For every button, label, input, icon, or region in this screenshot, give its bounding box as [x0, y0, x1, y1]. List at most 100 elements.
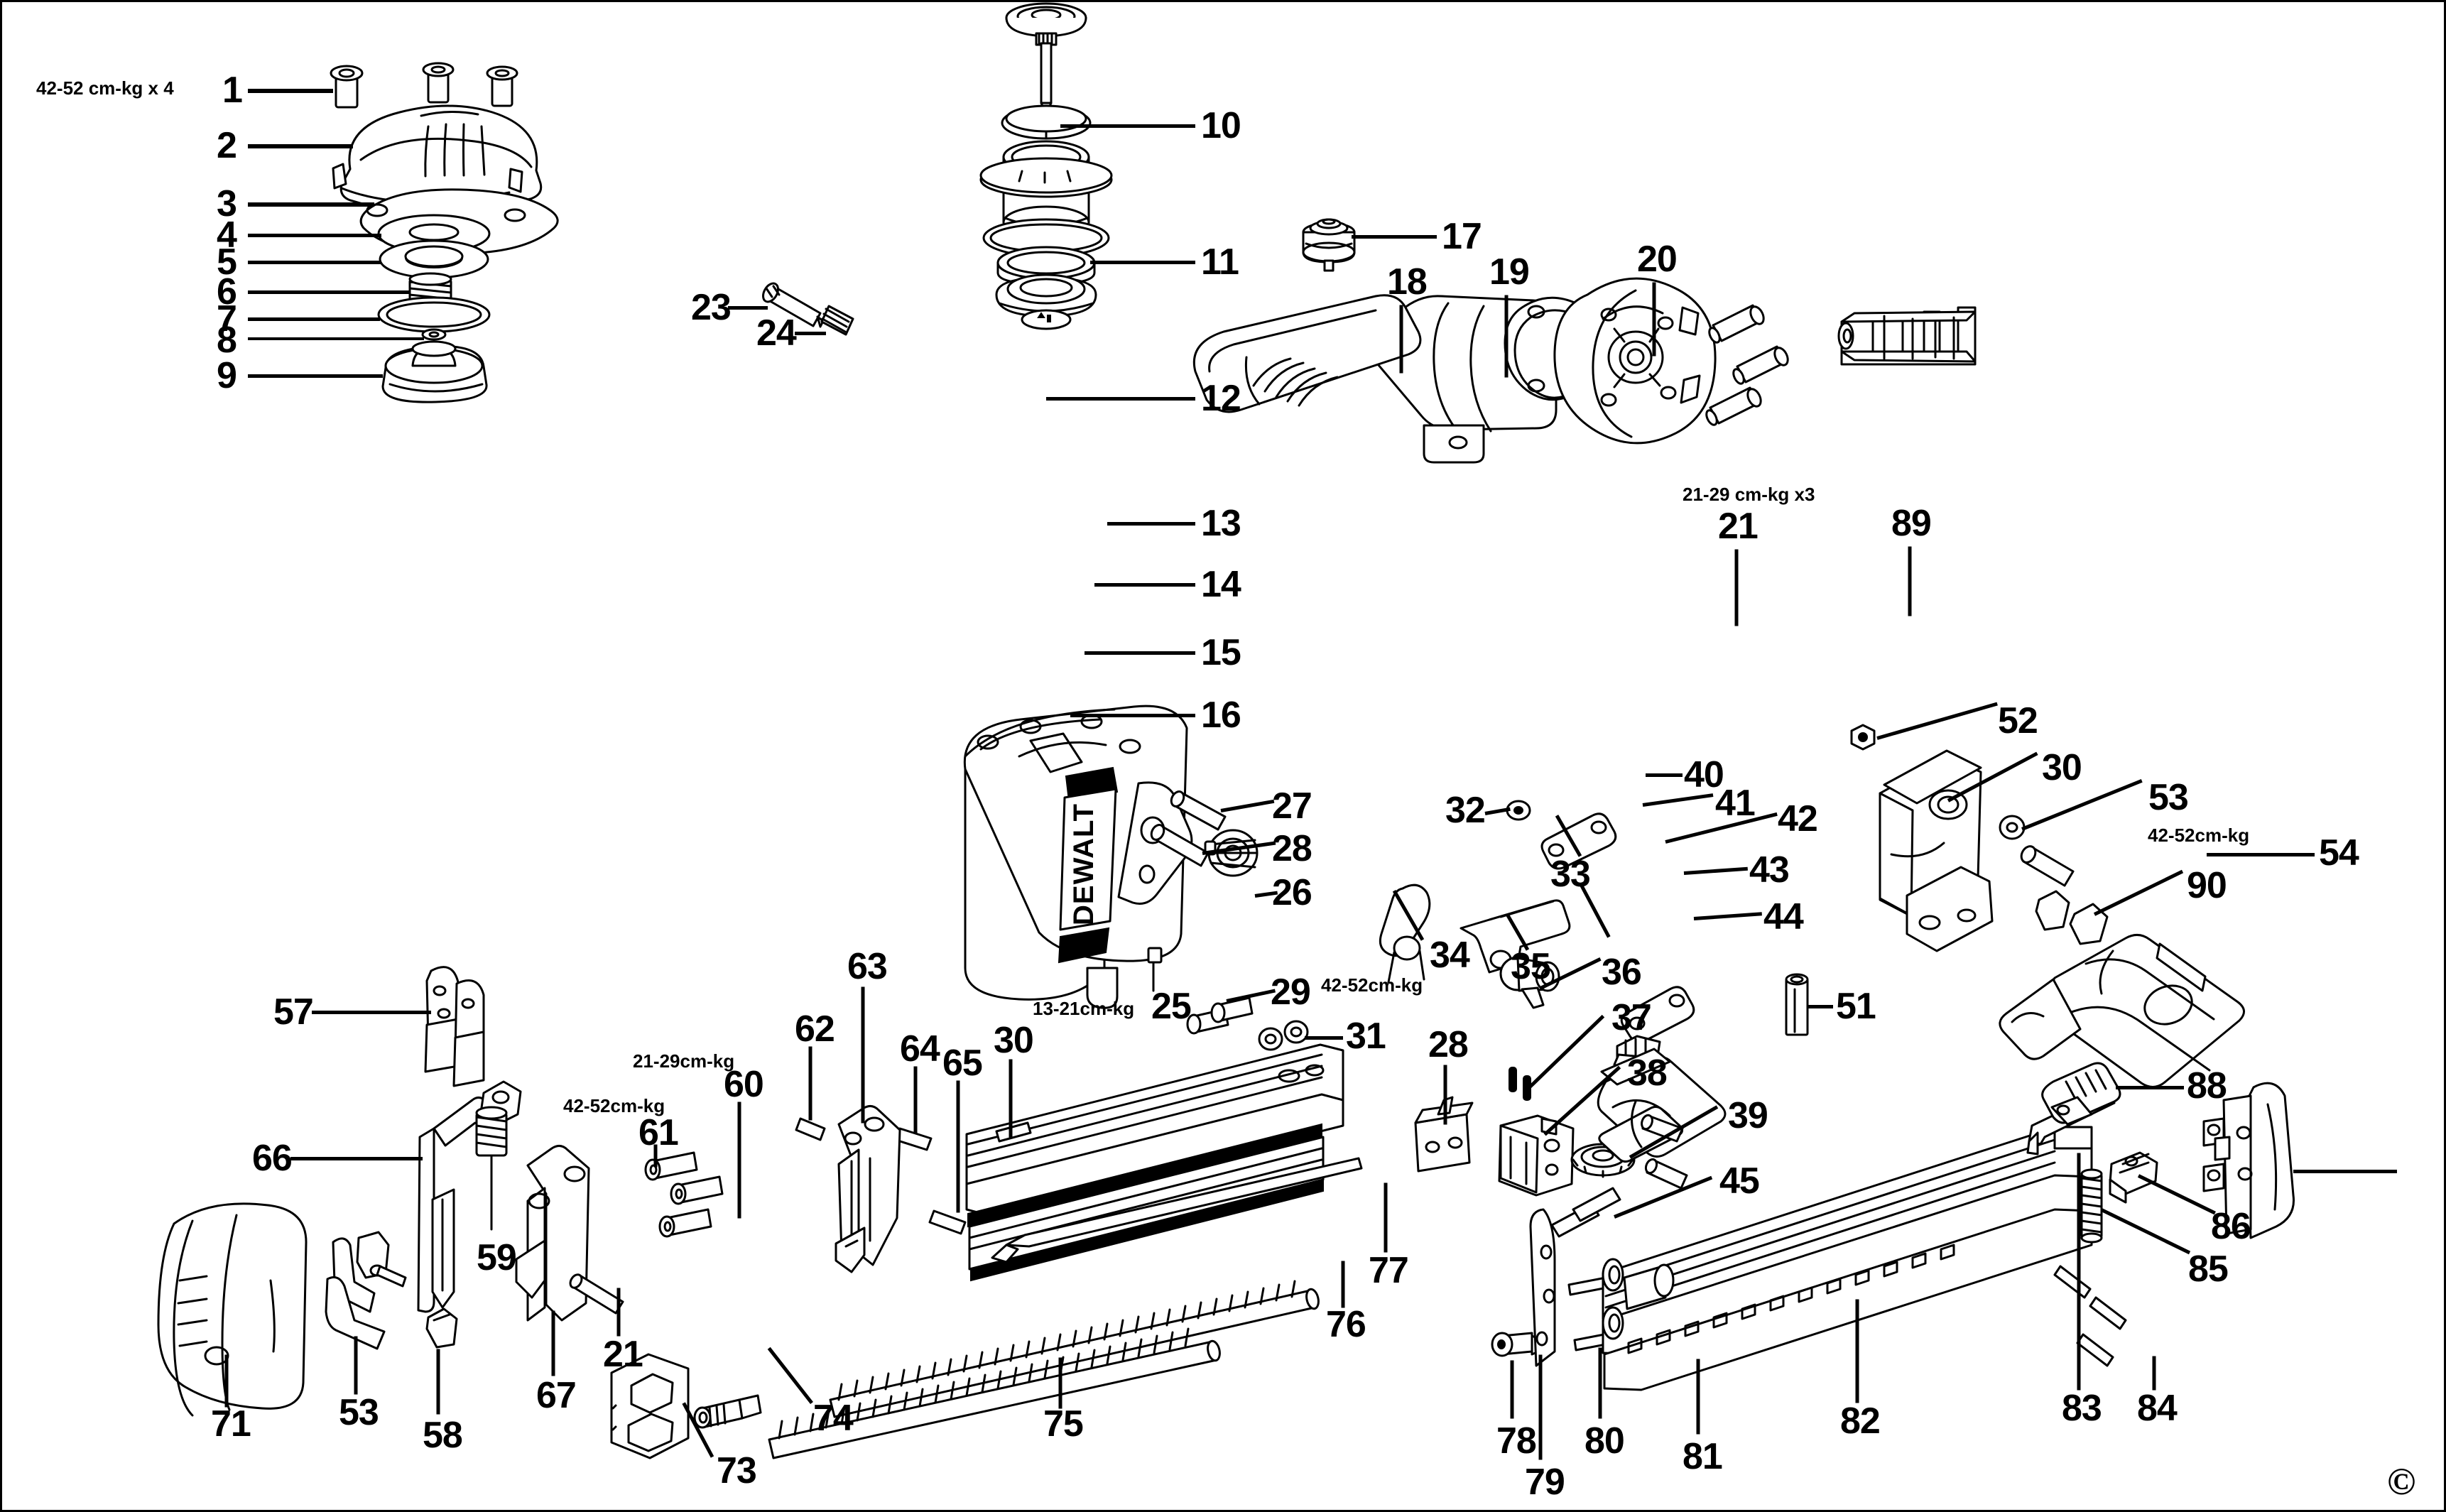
part-34-trigger	[1380, 885, 1429, 982]
callout-67-left: 21	[603, 1334, 643, 1375]
part-58-spring	[477, 1107, 506, 1229]
callout-26: 26	[1272, 872, 1312, 913]
callout-4: 4	[217, 214, 237, 256]
part-75-coil-spring	[830, 1281, 1320, 1417]
torque-note-part25: 13-21cm-kg	[1033, 998, 1135, 1019]
leader-57	[290, 1157, 423, 1160]
part-8-small-washer	[423, 330, 445, 339]
leader-77	[1510, 1360, 1514, 1419]
callout-15: 15	[1201, 632, 1241, 673]
callout-13: 13	[1201, 503, 1241, 544]
callout-14: 14	[1201, 564, 1241, 605]
leader-40	[1646, 773, 1683, 777]
callout-74: 75	[1043, 1403, 1084, 1445]
leader-64	[956, 1080, 960, 1213]
callout-7: 7	[217, 298, 237, 339]
callout-71: 53	[339, 1392, 379, 1433]
callout-61: 60	[724, 1064, 764, 1105]
part-54-contact-pad	[425, 967, 484, 1086]
part-90-housing-cover	[2000, 935, 2244, 1087]
callout-32: 32	[1445, 790, 1486, 831]
callout-83: 84	[2137, 1388, 2178, 1429]
leader-76	[1384, 1182, 1388, 1253]
callout-72: 73	[717, 1450, 757, 1491]
callout-19: 19	[1489, 251, 1530, 293]
callout-31: 28	[1428, 1024, 1469, 1065]
leader-15	[1085, 651, 1195, 655]
callout-60: 62	[795, 1008, 835, 1050]
part-57-contact-arm	[418, 1082, 521, 1312]
callout-6: 6	[217, 271, 237, 312]
leader-6	[248, 290, 410, 294]
leader-30-mid	[1305, 1036, 1343, 1040]
part-45-sleeve	[1786, 974, 1808, 1035]
part-44-pin	[1644, 1158, 1687, 1188]
part-33-levers	[1542, 814, 1694, 1042]
callout-86: 88	[2187, 1065, 2227, 1106]
leader-14	[1094, 583, 1195, 587]
callout-73: 74	[813, 1398, 854, 1439]
callout-25: 25	[1151, 986, 1192, 1027]
leader-54	[312, 1011, 431, 1014]
leader-65	[1009, 1059, 1013, 1138]
callout-81: 82	[1840, 1400, 1881, 1442]
callout-28-left: 28	[1272, 828, 1312, 869]
callout-17: 17	[1442, 216, 1482, 257]
part-21-cap-screws-right	[1705, 305, 1790, 427]
part-28-pins-right	[1552, 1188, 1620, 1236]
callout-44: 44	[1763, 896, 1804, 937]
leader-17	[1352, 235, 1437, 239]
torque-note-part21-bottom2: 42-52cm-kg	[563, 1095, 665, 1116]
callout-9: 9	[217, 355, 237, 396]
callout-2: 2	[217, 125, 237, 166]
leader-2	[248, 144, 353, 148]
callout-28-right: 45	[1719, 1160, 1760, 1202]
callout-85: 86	[2211, 1206, 2251, 1247]
callout-53-right: 90	[2187, 865, 2227, 906]
leader-88	[2293, 1170, 2397, 1173]
leader-61	[737, 1102, 741, 1219]
callout-45: 51	[1836, 986, 1876, 1027]
leader-4	[248, 234, 381, 237]
part-16-cap-disc	[1022, 310, 1070, 329]
part-9-bumper	[383, 342, 487, 402]
callout-42: 42	[1778, 798, 1818, 839]
callout-52: 30	[2042, 747, 2082, 788]
callout-10: 10	[1201, 105, 1241, 146]
part-32-washer	[1507, 801, 1530, 820]
leader-18	[1399, 305, 1403, 374]
callout-80: 81	[1683, 1436, 1723, 1477]
leader-79	[1598, 1347, 1602, 1419]
callout-79: 80	[1585, 1420, 1625, 1462]
callout-53-left: 58	[423, 1415, 463, 1456]
callout-82: 83	[2062, 1388, 2102, 1429]
part-35-trigger-arm	[1461, 901, 1570, 972]
part-81-lower-magazine	[1603, 1127, 2092, 1390]
leader-62	[861, 986, 865, 1124]
callout-3: 3	[217, 183, 237, 224]
leader-12	[1046, 397, 1195, 401]
leader-74	[1058, 1357, 1062, 1409]
part-20-end-cap-housing	[1555, 278, 1715, 443]
callout-29: 29	[1271, 972, 1311, 1013]
callout-11: 11	[1201, 241, 1239, 283]
part-28-pin	[1149, 823, 1208, 866]
part-29-screws	[1187, 998, 1252, 1033]
callout-12: 12	[1201, 378, 1241, 419]
callout-66: 71	[211, 1403, 251, 1445]
leader-9	[248, 374, 383, 378]
leader-78	[1538, 1354, 1543, 1460]
part-65-magazine-rail	[967, 1045, 1343, 1280]
callout-18: 18	[1387, 261, 1428, 303]
part-52-valve-bracket	[1880, 751, 1992, 951]
leader-13	[1107, 522, 1195, 526]
part-11-piston-ring	[1002, 106, 1090, 138]
callout-34: 34	[1430, 935, 1470, 976]
torque-note-part21-right: 21-29 cm-kg x3	[1683, 484, 1815, 505]
callout-35: 35	[1511, 946, 1551, 987]
callout-38: 38	[1627, 1053, 1668, 1094]
dewalt-wordmark: DEWALT	[1068, 803, 1099, 925]
callout-36: 36	[1602, 952, 1642, 993]
callout-21-right: 21	[1718, 506, 1759, 547]
